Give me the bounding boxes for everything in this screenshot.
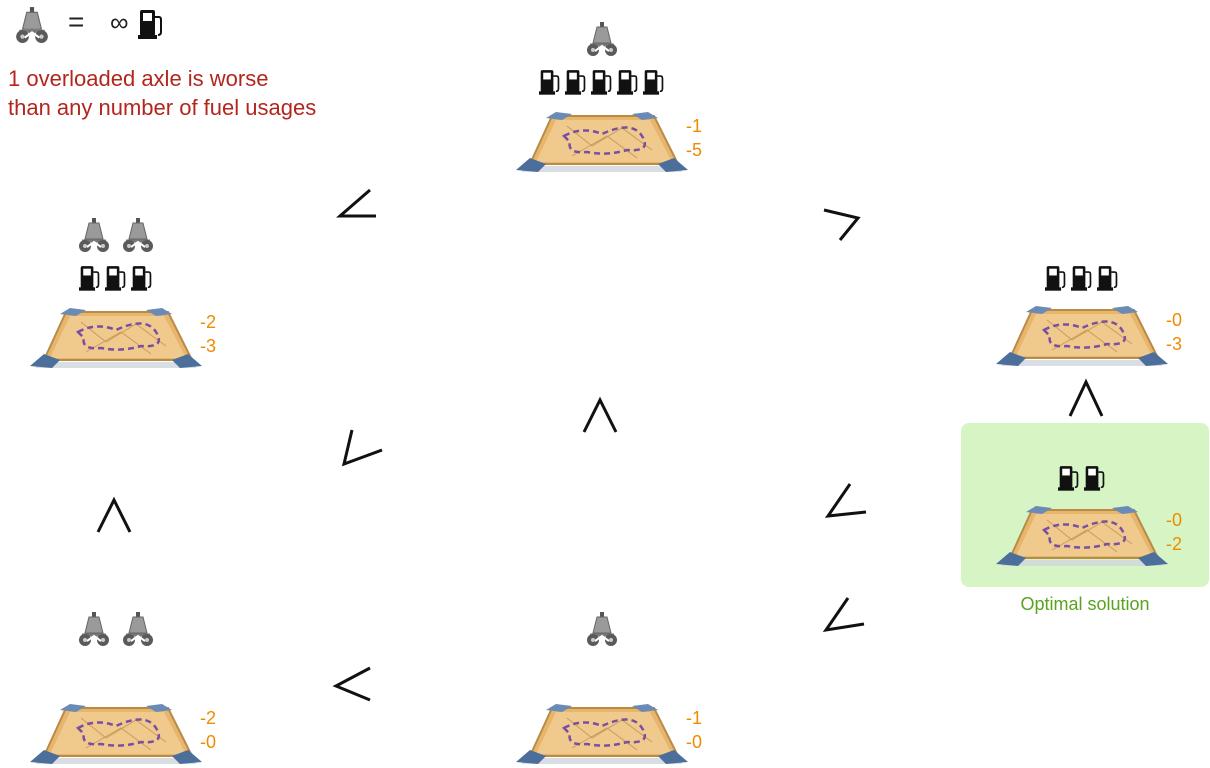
legend-equals: = <box>68 6 84 38</box>
fuel-pump-icon <box>617 66 639 98</box>
comparison-symbol <box>578 392 628 442</box>
comparison-symbol <box>820 478 870 528</box>
fuel-pump-icon <box>79 262 101 294</box>
legend: = ∞ <box>10 4 370 44</box>
score-soft: -5 <box>686 138 702 162</box>
optimal-label: Optimal solution <box>961 592 1209 616</box>
fuel-pump-icon <box>539 66 561 98</box>
fuel-pump-icon <box>1084 462 1106 494</box>
score-soft: -0 <box>686 730 702 754</box>
fuel-row <box>992 462 1172 494</box>
score-soft: -3 <box>1166 332 1182 356</box>
overloaded-axle-icon <box>118 610 158 648</box>
axle-row <box>26 610 206 648</box>
fuel-pump-icon <box>1058 462 1080 494</box>
fuel-row <box>512 66 692 98</box>
fuel-pump-icon <box>105 262 127 294</box>
fuel-pump-icon <box>1097 262 1119 294</box>
comparison-symbol <box>92 492 142 542</box>
route-map-icon <box>26 698 206 768</box>
legend-note-line2: than any number of fuel usages <box>8 93 408 122</box>
route-map-icon <box>512 698 692 768</box>
overloaded-axle-icon <box>74 216 114 254</box>
fuel-row <box>26 262 206 294</box>
overloaded-axle-icon <box>118 216 158 254</box>
score-soft: -2 <box>1166 532 1182 556</box>
score-hard: -1 <box>686 706 702 730</box>
axle-row <box>512 20 692 58</box>
overloaded-axle-icon <box>582 20 622 58</box>
fuel-pump-icon <box>591 66 613 98</box>
legend-infinity: ∞ <box>110 6 129 38</box>
legend-note: 1 overloaded axle is worse than any numb… <box>8 64 408 122</box>
route-map-icon <box>512 106 692 176</box>
comparison-symbol <box>330 660 380 710</box>
fuel-pump-icon <box>131 262 153 294</box>
legend-note-line1: 1 overloaded axle is worse <box>8 64 408 93</box>
comparison-symbol <box>818 592 868 642</box>
fuel-pump-icon <box>1045 262 1067 294</box>
score-hard: -1 <box>686 114 702 138</box>
route-map-icon <box>992 500 1172 570</box>
score-hard: -0 <box>1166 508 1182 532</box>
overloaded-axle-icon <box>74 610 114 648</box>
comparison-symbol <box>818 200 868 250</box>
axle-row <box>512 610 692 648</box>
fuel-pump-icon <box>138 8 164 40</box>
overloaded-axle-icon <box>10 6 54 44</box>
route-map-icon <box>992 300 1172 370</box>
fuel-pump-icon <box>565 66 587 98</box>
comparison-symbol <box>338 424 388 474</box>
score-hard: -0 <box>1166 308 1182 332</box>
fuel-row <box>992 262 1172 294</box>
fuel-pump-icon <box>643 66 665 98</box>
score-hard: -2 <box>200 310 216 334</box>
comparison-symbol <box>334 182 384 232</box>
route-map-icon <box>26 302 206 372</box>
axle-row <box>26 216 206 254</box>
score-soft: -3 <box>200 334 216 358</box>
score-soft: -0 <box>200 730 216 754</box>
score-hard: -2 <box>200 706 216 730</box>
overloaded-axle-icon <box>582 610 622 648</box>
comparison-symbol <box>1064 374 1114 424</box>
fuel-pump-icon <box>1071 262 1093 294</box>
